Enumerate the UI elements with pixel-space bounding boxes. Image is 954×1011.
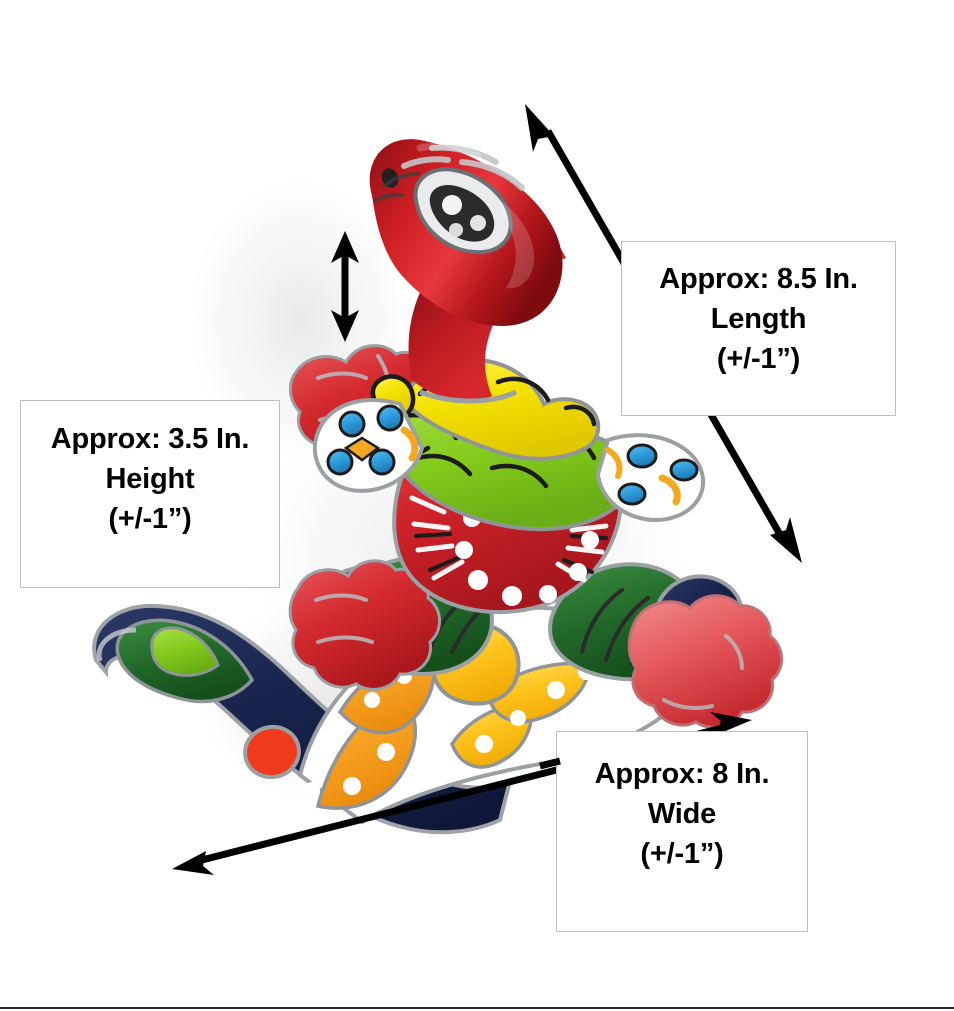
- gecko-front-right-foot: [627, 594, 783, 729]
- callout-height: Approx: 3.5 In. Height (+/-1”): [20, 400, 280, 588]
- callout-length-line-1: Approx: 8.5 In.: [659, 263, 858, 295]
- callout-wide-line-2: Wide: [647, 798, 717, 831]
- gecko-rear-left-foot: [288, 559, 441, 691]
- callout-height-line-1: Approx: 3.5 In.: [50, 423, 250, 455]
- callout-length-line-2: Length: [710, 303, 807, 336]
- callout-height-line-2: Height: [105, 463, 195, 496]
- callout-wide-line-3: (+/-1”): [640, 838, 724, 871]
- callout-wide: Approx: 8 In. Wide (+/-1”): [556, 731, 808, 932]
- callout-length: Approx: 8.5 In. Length (+/-1”): [621, 241, 896, 416]
- bottom-divider: [0, 1007, 954, 1009]
- callout-height-line-3: (+/-1”): [108, 503, 192, 536]
- callout-length-line-3: (+/-1”): [716, 343, 801, 376]
- gecko-front-left-leg: [312, 398, 425, 493]
- gecko-head: [369, 139, 563, 326]
- callout-wide-line-1: Approx: 8 In.: [594, 758, 770, 790]
